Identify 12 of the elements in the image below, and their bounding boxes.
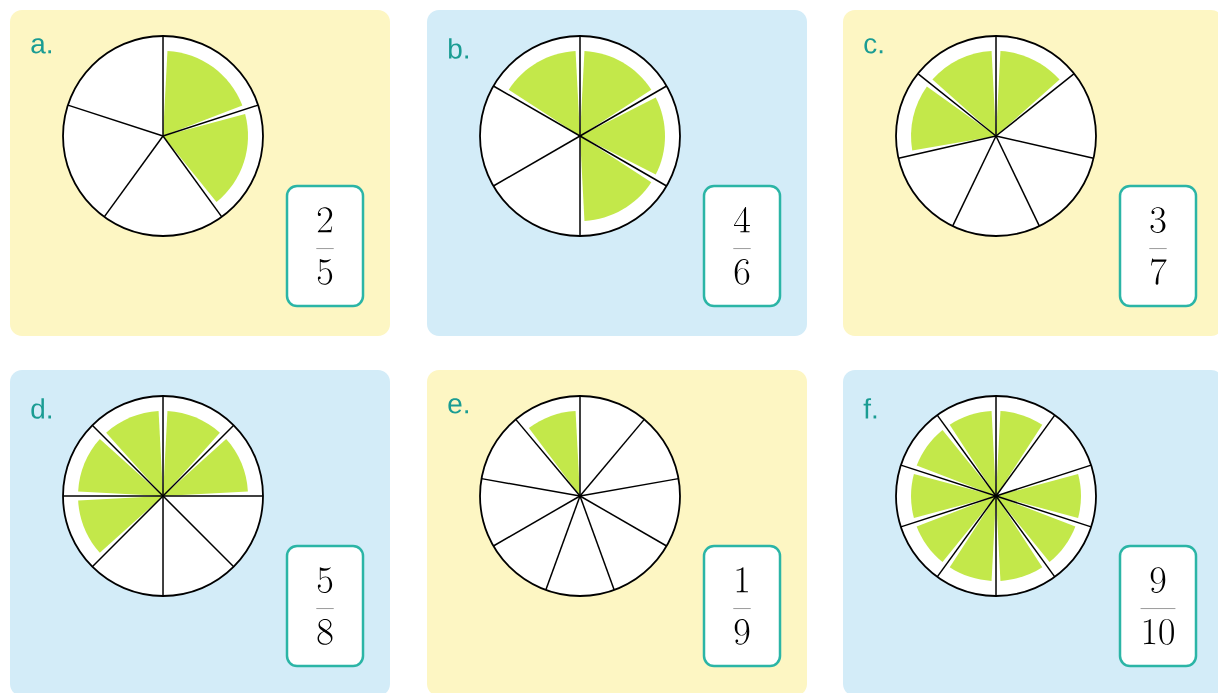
fraction-card: $\frac{3}{7}$	[1118, 184, 1198, 308]
fraction-card: $\frac{5}{8}$	[285, 544, 365, 668]
fraction-card: $\frac{1}{9}$	[702, 544, 782, 668]
pie-drawing	[479, 35, 681, 237]
fraction-card: $\frac{4}{6}$	[702, 184, 782, 308]
fraction-card: $\frac{9}{10}$	[1118, 544, 1198, 668]
pie-drawing	[62, 395, 264, 597]
pie-drawing	[62, 35, 264, 237]
pie-drawing	[479, 395, 681, 597]
fraction-card: $\frac{2}{5}$	[285, 184, 365, 308]
pie-drawing	[895, 395, 1097, 597]
pie-drawing	[895, 35, 1097, 237]
